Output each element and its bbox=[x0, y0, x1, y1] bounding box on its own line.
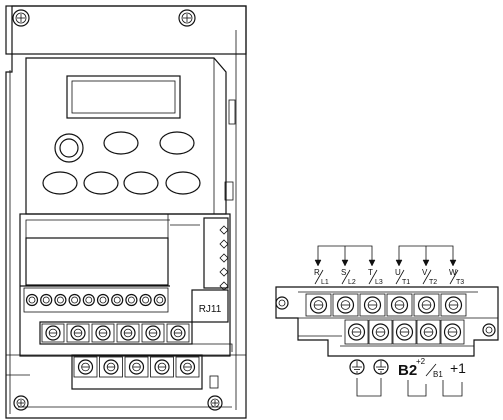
housing-screw-icon bbox=[179, 10, 195, 26]
svg-text:W: W bbox=[449, 268, 457, 277]
terminal-layout-view: RL1 SL2 TL3 UT1 VT2 W T3 B2 +2 B1 +1 bbox=[276, 246, 498, 396]
rj11-label: RJ11 bbox=[199, 304, 222, 315]
housing-screw-icon bbox=[13, 10, 29, 26]
svg-text:L1: L1 bbox=[321, 279, 329, 286]
terminal-label-s: SL2 bbox=[341, 268, 356, 286]
svg-text:V: V bbox=[422, 268, 428, 277]
terminal-screw-icon bbox=[176, 357, 199, 377]
terminal-label-u: UT1 bbox=[395, 268, 410, 286]
terminal-label-t: TL3 bbox=[368, 268, 383, 286]
keypad-key bbox=[43, 172, 77, 194]
terminal-screw-icon bbox=[42, 324, 64, 342]
terminal-screw-icon bbox=[92, 324, 114, 342]
terminal-arrow-bracket bbox=[315, 246, 456, 266]
svg-text:T3: T3 bbox=[456, 279, 464, 286]
terminal-bottom-bracket bbox=[357, 378, 462, 396]
terminal-bottom-labels: B2 +2 B1 +1 bbox=[350, 357, 466, 379]
terminal-screw-icon bbox=[142, 324, 164, 342]
terminal-screw-icon bbox=[151, 357, 174, 377]
terminal-screw-icon bbox=[167, 324, 189, 342]
keypad-key bbox=[166, 172, 200, 194]
terminal-screw-icon bbox=[125, 357, 148, 377]
terminal-top-labels: RL1 SL2 TL3 UT1 VT2 W T3 bbox=[314, 268, 464, 286]
terminal-screw-icon bbox=[387, 294, 412, 316]
terminal-screw-icon bbox=[360, 294, 385, 316]
svg-text:T2: T2 bbox=[429, 279, 437, 286]
control-screw-icon bbox=[112, 295, 123, 306]
control-screw-icon bbox=[83, 295, 94, 306]
keypad-key bbox=[160, 132, 194, 154]
terminal-screw-icon bbox=[393, 320, 416, 344]
terminal-screw-icon bbox=[369, 320, 392, 344]
control-screw-icon bbox=[27, 295, 38, 306]
plus2-label: +2 bbox=[416, 357, 426, 366]
control-screw-icon bbox=[55, 295, 66, 306]
terminal-label-v: VT2 bbox=[422, 268, 437, 286]
control-screw-icon bbox=[126, 295, 137, 306]
terminal-label-w: W T3 bbox=[449, 268, 464, 286]
main-terminal-block-upper bbox=[40, 322, 192, 344]
control-terminal-strip bbox=[24, 288, 168, 312]
ground-icon bbox=[374, 360, 388, 374]
control-screw-icon bbox=[154, 295, 165, 306]
mounting-hole-icon bbox=[276, 297, 288, 309]
terminal-screw-icon bbox=[345, 320, 368, 344]
terminal-screw-icon bbox=[333, 294, 358, 316]
svg-text:L2: L2 bbox=[348, 279, 356, 286]
indicator-column bbox=[220, 226, 228, 290]
main-terminal-block-lower bbox=[72, 355, 202, 389]
svg-text:S: S bbox=[341, 268, 346, 277]
housing-screw-icon bbox=[208, 396, 222, 410]
keypad-key bbox=[84, 172, 118, 194]
plus1-label: +1 bbox=[450, 360, 466, 376]
svg-text:R: R bbox=[314, 268, 320, 277]
terminal-screw-icon bbox=[417, 320, 440, 344]
keypad-key bbox=[104, 132, 138, 154]
housing-screw-icon bbox=[14, 396, 28, 410]
svg-text:U: U bbox=[395, 268, 401, 277]
svg-text:T: T bbox=[368, 268, 373, 277]
lcd-display bbox=[67, 76, 180, 118]
svg-text:T1: T1 bbox=[402, 279, 410, 286]
power-terminal-row-bottom bbox=[345, 320, 464, 344]
inverter-front-view: RJ11 bbox=[6, 6, 246, 418]
svg-text:L3: L3 bbox=[375, 279, 383, 286]
b1-label: B1 bbox=[433, 370, 443, 379]
terminal-screw-icon bbox=[117, 324, 139, 342]
terminal-screw-icon bbox=[67, 324, 89, 342]
keypad-key bbox=[124, 172, 158, 194]
b2-label: B2 bbox=[398, 362, 417, 379]
control-screw-icon bbox=[98, 295, 109, 306]
control-screw-icon bbox=[41, 295, 52, 306]
dial-knob-icon bbox=[55, 134, 83, 162]
control-screw-icon bbox=[69, 295, 80, 306]
terminal-label-r: RL1 bbox=[314, 268, 329, 286]
terminal-screw-icon bbox=[306, 294, 331, 316]
ground-icon bbox=[350, 360, 364, 374]
terminal-screw-icon bbox=[441, 320, 464, 344]
control-screw-icon bbox=[140, 295, 151, 306]
terminal-screw-icon bbox=[441, 294, 466, 316]
power-terminal-row-top bbox=[306, 294, 466, 316]
mounting-hole-icon bbox=[483, 324, 495, 336]
terminal-screw-icon bbox=[414, 294, 439, 316]
terminal-screw-icon bbox=[74, 357, 97, 377]
terminal-screw-icon bbox=[100, 357, 123, 377]
